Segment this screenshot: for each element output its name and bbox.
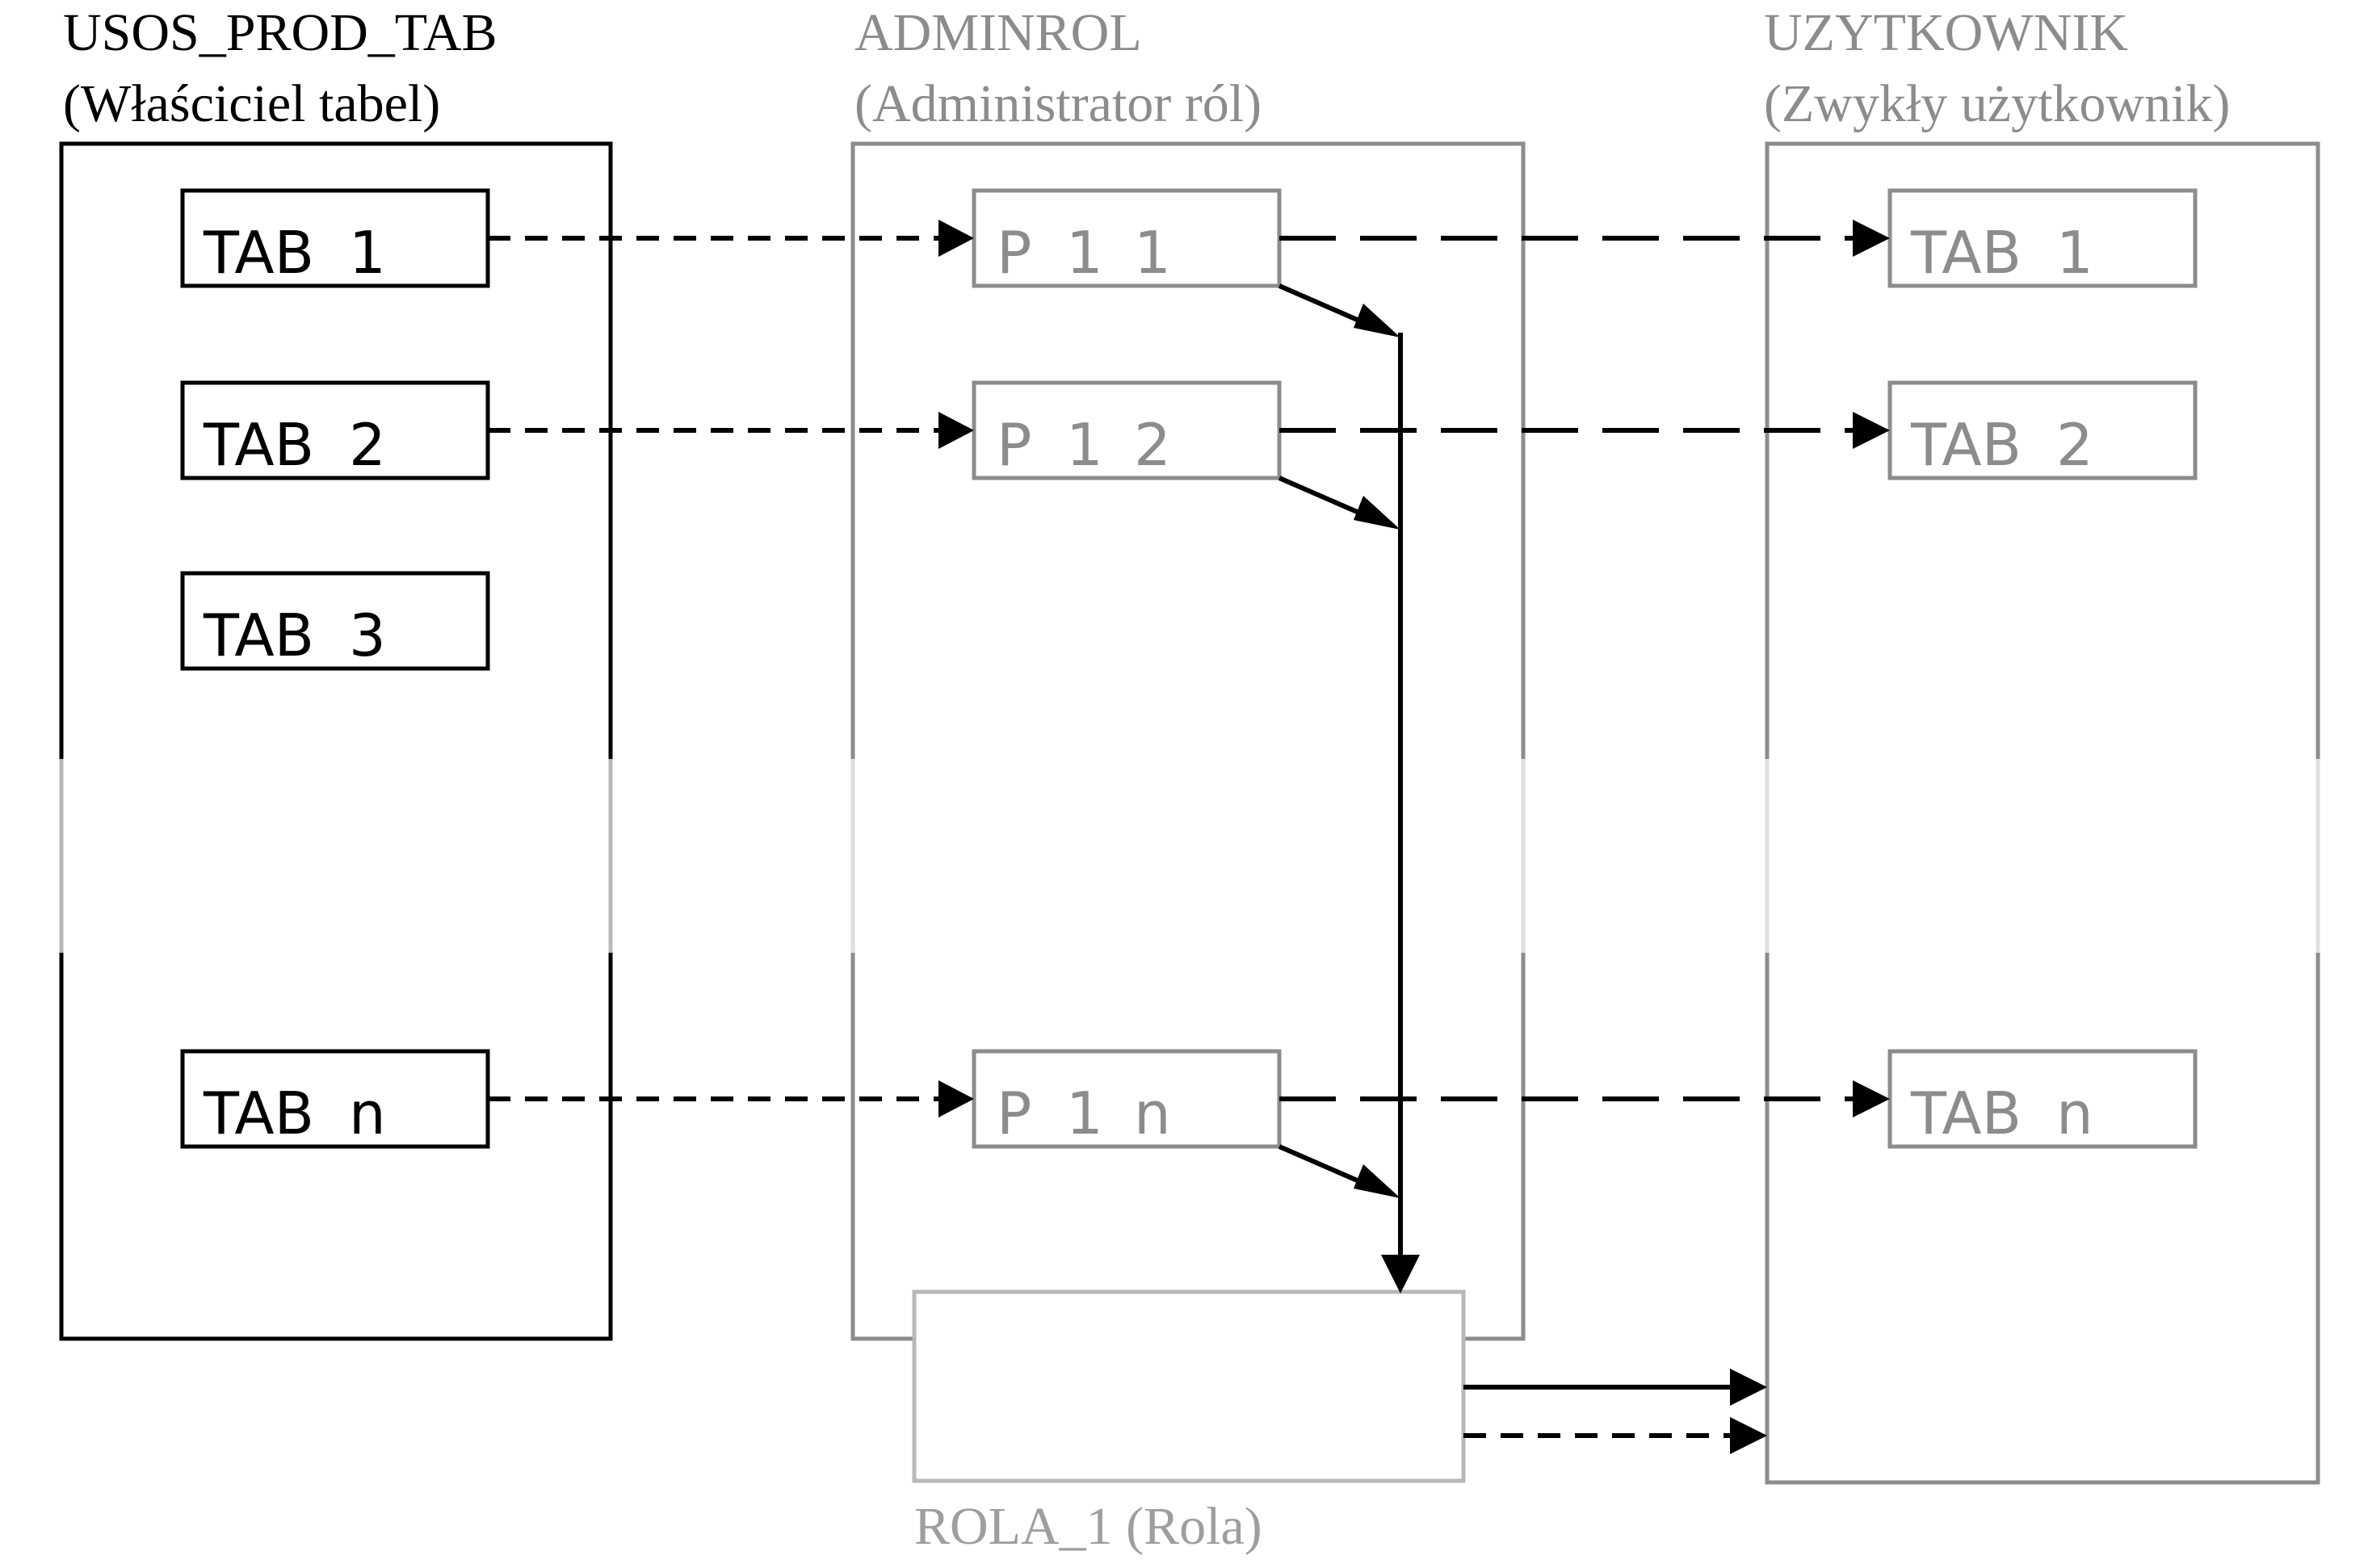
arrowheads	[938, 220, 1890, 1454]
arrowhead-collector-1	[1354, 304, 1400, 337]
role-label: ROLA_1 (Rola)	[914, 1497, 1262, 1556]
arrowhead-user-tab1	[1853, 220, 1890, 257]
arrowhead-role	[1381, 1255, 1420, 1293]
owner-container	[59, 141, 613, 1341]
faded-band	[0, 759, 2368, 953]
user-subtitle: (Zwykły użytkownik)	[1764, 74, 2230, 133]
arrowhead-user-dashed	[1730, 1417, 1767, 1454]
arrowhead-p1n	[938, 1080, 974, 1117]
admin-container	[850, 141, 1526, 1341]
arrowhead-collector-n	[1354, 1164, 1400, 1198]
user-title: UZYTKOWNIK	[1764, 3, 2128, 62]
arrowhead-p11	[938, 220, 974, 257]
svg-text:P11: P11	[997, 219, 1171, 287]
arrowhead-user-tabn	[1853, 1080, 1890, 1117]
svg-text:P1n: P1n	[997, 1080, 1171, 1147]
arrowhead-p12	[938, 412, 974, 449]
arrowhead-user-tab2	[1853, 412, 1890, 449]
arrowhead-user-solid	[1730, 1369, 1767, 1406]
owner-title: USOS_PROD_TAB	[63, 3, 498, 62]
arrowhead-collector-2	[1354, 496, 1400, 530]
admin-subtitle: (Administrator ról)	[854, 74, 1262, 133]
admin-title: ADMINROL	[854, 3, 1142, 62]
role-box	[912, 1289, 1466, 1483]
owner-subtitle: (Właściciel tabel)	[63, 74, 440, 133]
svg-text:P12: P12	[997, 411, 1171, 479]
